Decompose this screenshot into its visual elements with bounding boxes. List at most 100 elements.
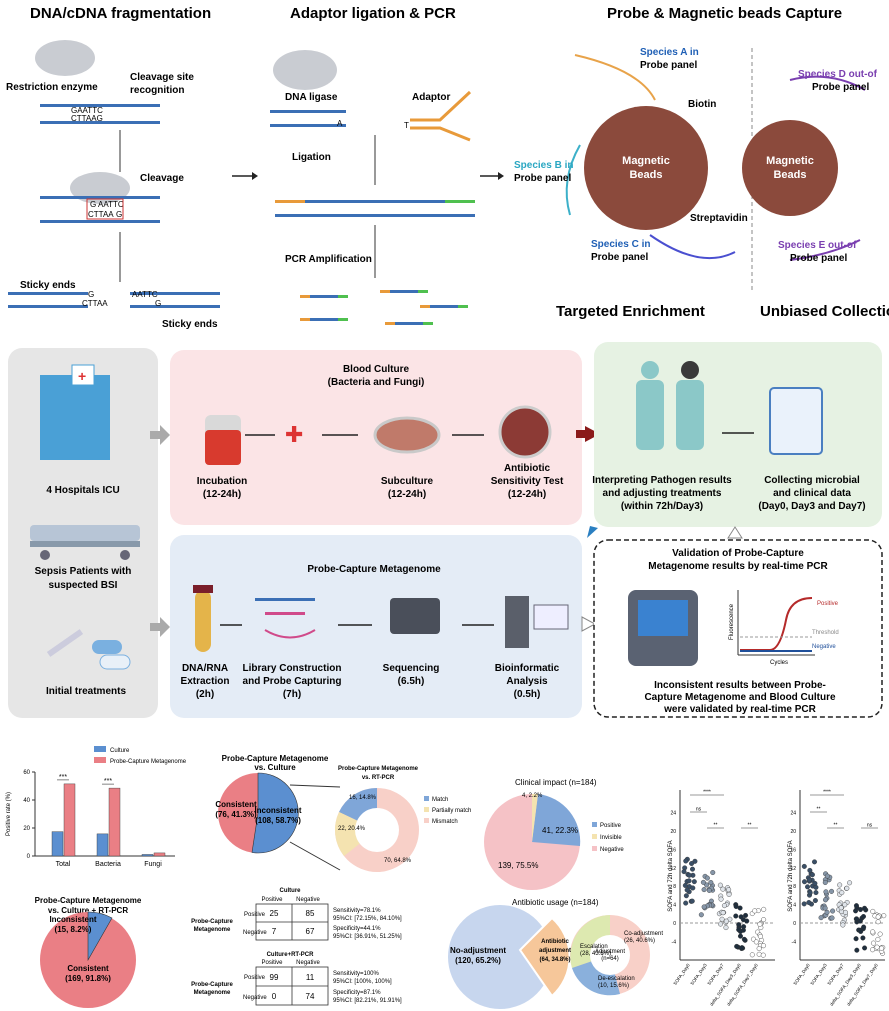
clinical-legend-inv-swatch xyxy=(592,834,597,839)
t2-c22: 74 xyxy=(306,992,315,1001)
t2-rowlabel-1: Probe-Capture xyxy=(191,982,233,988)
sofa-ytick-label: 8 xyxy=(793,884,796,890)
bar-ytick-label: 0 xyxy=(27,854,31,860)
arrow-to-blood xyxy=(160,425,170,445)
targeted-label: Targeted Enrichment xyxy=(556,303,705,320)
pcm-panel xyxy=(170,535,582,718)
sofa-point xyxy=(757,921,763,927)
bar-category-label: Total xyxy=(56,861,71,868)
sofa-point xyxy=(830,908,836,914)
t2-c11: 99 xyxy=(270,973,279,982)
bead1-label-2: Beads xyxy=(629,169,662,181)
donut-b: 22, 20.4% xyxy=(338,826,366,832)
donut xyxy=(334,787,419,872)
sofa-point xyxy=(806,900,812,906)
t2-stat-1: Sensitivity=100% xyxy=(333,971,380,977)
sticky-left-top xyxy=(8,292,88,295)
sofa-point xyxy=(812,898,818,904)
adjust-2: adjustment xyxy=(539,948,571,954)
validation-title-2: Metagenome results by real-time PCR xyxy=(648,561,828,572)
sofa-point xyxy=(823,889,829,895)
donut-title-2: vs. RT-PCR xyxy=(362,775,395,781)
svg-text:+: + xyxy=(78,368,86,384)
bar-ytick-label: 60 xyxy=(23,770,30,776)
pie2-inconsistent-1: Inconsistent xyxy=(49,915,96,924)
sofa-point xyxy=(842,902,848,908)
sofa-point xyxy=(870,929,876,935)
antibiotic-title: Antibiotic usage (n=184) xyxy=(512,898,599,907)
sofa-point xyxy=(854,916,860,922)
restriction-enzyme-icon xyxy=(35,40,95,76)
sofa-point xyxy=(698,912,704,918)
cleave-top-right: AATTC xyxy=(98,200,124,209)
de-escalation-2: (10, 15.6%) xyxy=(598,983,629,989)
sofa-sig-label: ns xyxy=(696,807,702,813)
probe-e-strand xyxy=(789,239,861,261)
sofa-point xyxy=(842,909,848,915)
sofa-point xyxy=(686,872,692,878)
sofa-point xyxy=(691,879,697,885)
seq-bottom: CTTAAG xyxy=(71,114,103,123)
blood-title-2: (Bacteria and Fungi) xyxy=(328,377,425,388)
t2-c21: 0 xyxy=(272,992,277,1001)
sofa-sig-label: ** xyxy=(748,823,752,829)
pie2-consistent-1: Consistent xyxy=(67,964,109,973)
clipboard-icon xyxy=(769,387,823,455)
sofa-point xyxy=(723,925,729,931)
sofa-point xyxy=(809,872,815,878)
streptavidin-label: Streptavidin xyxy=(690,213,748,224)
sofa-ytick-label: 8 xyxy=(673,884,676,890)
dna2-strand-top xyxy=(40,196,160,199)
species-d-2: Probe panel xyxy=(812,82,869,93)
seq-top: GAATTC xyxy=(71,106,103,115)
sofa-point xyxy=(818,915,824,921)
sepsis-label-1: Sepsis Patients with xyxy=(35,566,132,577)
ligation-label: Ligation xyxy=(292,152,331,163)
sofa-point xyxy=(683,858,689,864)
icu-label: 4 Hospitals ICU xyxy=(46,485,119,496)
sofa-point xyxy=(733,913,739,919)
sofa-point xyxy=(838,905,844,911)
sofa-point xyxy=(840,922,846,928)
t1-r1-label: Positive xyxy=(244,912,266,918)
sofa-point xyxy=(875,936,881,942)
sofa-point xyxy=(738,914,744,920)
sofa-point xyxy=(829,888,835,894)
positive-rate-chart: Positive rate (%) Culture Probe-Capture … xyxy=(6,746,187,868)
sofa-point xyxy=(718,896,724,902)
qpcr-xlabel: Cycles xyxy=(770,660,788,666)
table1: Culture Positive Negative Probe-Capture … xyxy=(191,888,402,941)
dna-strand-bottom xyxy=(40,121,160,124)
sofa-ytick-label: 24 xyxy=(790,811,796,817)
t2-rowlabel-2: Metagenome xyxy=(194,990,231,996)
t1-rowlabel-1: Probe-Capture xyxy=(191,919,233,925)
t2-header: Culture+RT-PCR xyxy=(267,952,315,958)
sofa-xlabel: delta_SOFA_Day3_Day0 xyxy=(709,962,742,1006)
validation-text-2: Capture Metagenome and Blood Culture xyxy=(644,692,836,703)
sofa-point xyxy=(734,943,740,949)
no-adjust-2: (120, 65.2%) xyxy=(455,956,501,965)
pie2-inconsistent-slice xyxy=(87,911,113,962)
legend-pcm: Probe-Capture Metagenome xyxy=(110,759,187,765)
cleavage-site-label-2: recognition xyxy=(130,85,184,96)
escalation-2: (28, 43.8%) xyxy=(580,951,611,957)
sofa-point xyxy=(801,863,807,869)
restriction-enzyme-label: Restriction enzyme xyxy=(6,82,98,93)
arrow-pcm-to-validation xyxy=(581,616,597,632)
pie1-consistent-1: Consistent xyxy=(215,800,257,809)
sofa-point xyxy=(823,897,829,903)
sofa-point xyxy=(822,905,828,911)
sofa-point xyxy=(853,903,859,909)
t1-rowlabel-2: Metagenome xyxy=(194,927,231,933)
cleave-bot-left: CTTAA xyxy=(88,210,114,219)
ligated-adapt-r xyxy=(445,200,475,203)
fragmentation-title: DNA/cDNA fragmentation xyxy=(30,5,211,22)
pcm-title: Probe-Capture Metagenome xyxy=(307,564,441,575)
initial-label: Initial treatments xyxy=(46,686,126,697)
library-1: Library Construction xyxy=(243,663,342,674)
species-a-1: Species A in xyxy=(640,47,699,58)
sofa-point xyxy=(854,947,860,953)
no-adjust-slice xyxy=(448,905,552,1009)
clinical-mid: 41, 22.3% xyxy=(542,826,578,835)
sofa-point xyxy=(879,945,885,951)
